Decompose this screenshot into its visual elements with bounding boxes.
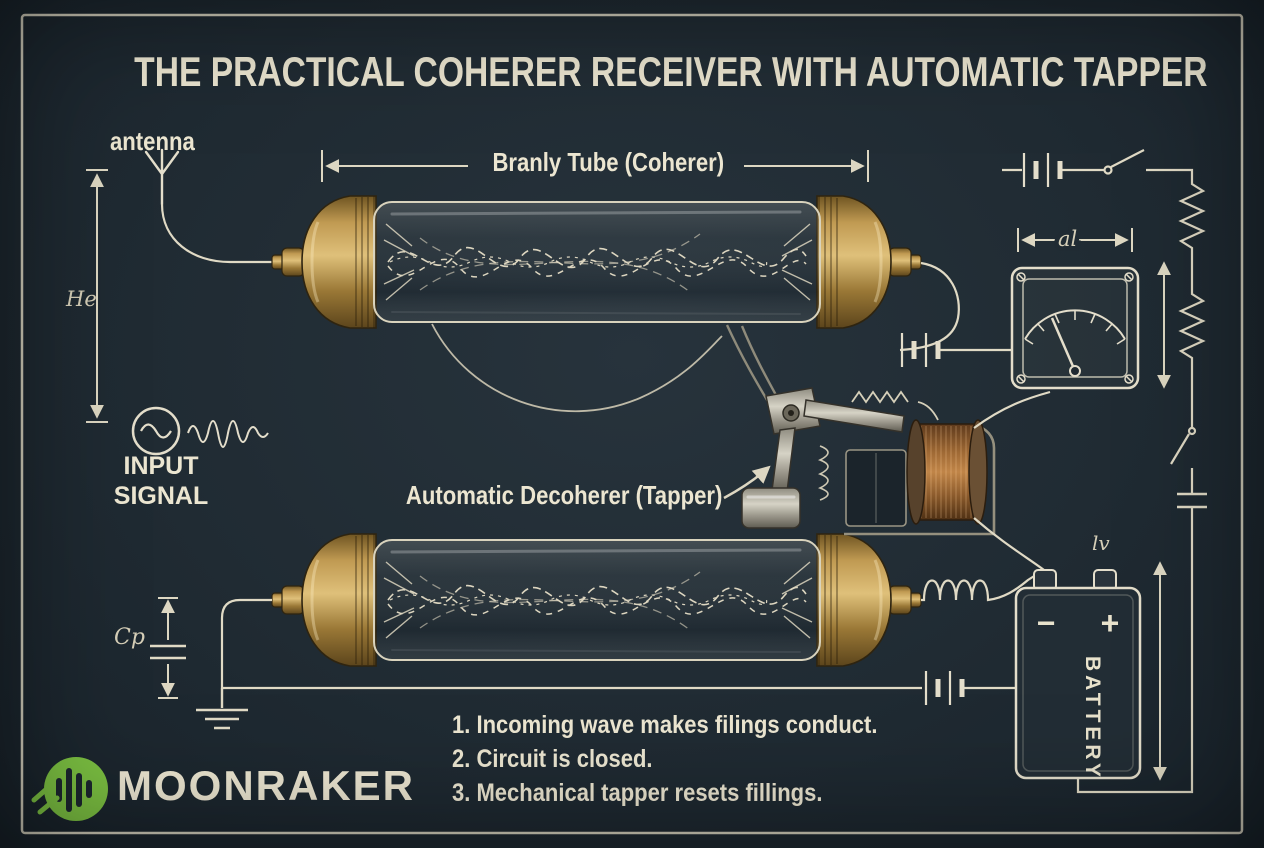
brand-name: MOONRAKER xyxy=(117,762,415,809)
meter-screws xyxy=(1016,272,1134,384)
input-signal-line2: SIGNAL xyxy=(113,482,209,510)
note-item: 1. Incoming wave makes filings conduct. xyxy=(452,711,878,739)
tapper-iron-core xyxy=(845,449,907,527)
annotation-left-height: He xyxy=(65,287,97,311)
battery-9v: − + BATTERY xyxy=(1014,569,1142,781)
wire-coil-to-meter xyxy=(973,390,1051,429)
annotation-meter-width: al xyxy=(1058,227,1077,251)
branly-tube-top xyxy=(272,196,921,328)
switch-icon-mid xyxy=(1170,426,1197,465)
page-title: THE PRACTICAL COHERER RECEIVER WITH AUTO… xyxy=(0,48,1264,96)
input-wave-icon xyxy=(187,420,269,448)
tapper-return-spring xyxy=(818,445,829,501)
antenna-icon xyxy=(144,148,180,206)
tapper-spring xyxy=(851,390,939,421)
note-item: 3. Mechanical tapper resets fillings. xyxy=(452,779,823,807)
dim-branly-tube xyxy=(321,150,869,182)
decoherer-label: Automatic Decoherer (Tapper) xyxy=(405,480,723,510)
annotation-right-mid: lv xyxy=(1092,531,1110,555)
wire-tube2-to-spring-coil xyxy=(921,570,1043,602)
wire-antenna-to-tube xyxy=(160,203,272,264)
antenna-label: antenna xyxy=(110,126,195,156)
ground-icon xyxy=(196,688,248,730)
battery-minus: − xyxy=(1037,605,1056,641)
dim-left-height xyxy=(86,169,108,423)
wire-sag-tube1-to-tapper xyxy=(431,323,723,412)
battery-cells-icon-bottom xyxy=(926,671,962,705)
battery-plus: + xyxy=(1101,605,1120,641)
switch-icon-top xyxy=(1103,149,1145,175)
meter-needle xyxy=(1050,317,1077,372)
page-title-text: THE PRACTICAL COHERER RECEIVER WITH AUTO… xyxy=(134,48,1208,95)
input-signal-icon xyxy=(131,406,181,456)
tapper-hammer-head xyxy=(741,487,801,529)
annotation-capacitor: Cp xyxy=(114,625,145,650)
wire-tube1-to-battery-cells xyxy=(899,261,960,352)
input-signal-line1: INPUT xyxy=(123,452,199,480)
input-signal-label: INPUT SIGNAL xyxy=(98,451,224,511)
note-item: 2. Circuit is closed. xyxy=(452,745,653,773)
tapper-coil-flange-right xyxy=(968,419,988,525)
wire-tube2-to-ground xyxy=(220,598,272,688)
brand-logo xyxy=(31,757,108,821)
tapper-arm xyxy=(803,399,905,433)
dim-meter-width xyxy=(1017,228,1133,252)
tapper-hammer-shaft xyxy=(771,427,796,493)
notes-list: 1. Incoming wave makes filings conduct. … xyxy=(452,708,935,810)
branly-tube-bottom xyxy=(272,534,921,666)
wire-coil-to-battery xyxy=(973,517,1045,571)
decoherer-arrow xyxy=(723,465,771,500)
battery-cells-icon-top xyxy=(1024,153,1060,187)
right-circuit-wire xyxy=(1076,168,1206,794)
battery-body xyxy=(1014,586,1142,780)
border-frame xyxy=(20,13,1244,835)
branly-tube-label: Branly Tube (Coherer) xyxy=(492,147,724,177)
tapper-mechanism xyxy=(725,324,1051,571)
meter xyxy=(1010,266,1140,390)
dim-capacitor xyxy=(158,597,178,699)
battery-label: BATTERY xyxy=(1081,656,1104,781)
tapper-coil-flange-left xyxy=(906,419,926,525)
logo-slash-icon xyxy=(31,783,60,815)
capacitor-icon-right xyxy=(1177,492,1207,509)
capacitor-icon-cp xyxy=(150,644,186,660)
